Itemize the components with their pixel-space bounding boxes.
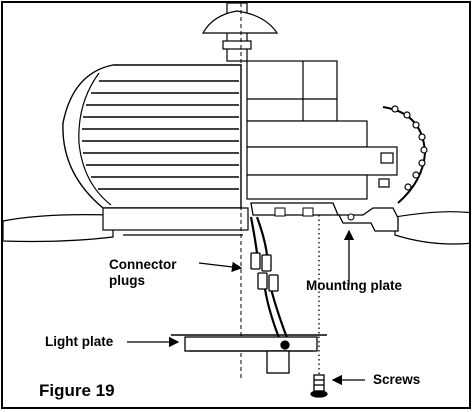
arrow-icon (198, 261, 243, 273)
connector-label-line2: plugs (109, 273, 145, 288)
bead-chain (378, 105, 428, 204)
motor-housing (246, 60, 398, 200)
screws-label: Screws (373, 372, 421, 387)
light-plate-label: Light plate (45, 334, 114, 349)
mounting-plate-bracket (250, 202, 399, 232)
light-plate (171, 334, 327, 374)
figure-caption: Figure 19 (39, 381, 115, 400)
fan-top-cap (201, 10, 279, 34)
grille-housing (62, 64, 242, 209)
mounting-plate-label: Mounting plate (306, 278, 402, 293)
bracket-screws (274, 207, 355, 221)
ceiling-fan-diagram (3, 3, 469, 398)
right-blade (394, 211, 469, 245)
connector-plugs (250, 252, 279, 292)
connector-label-line1: Connector (109, 257, 177, 272)
left-blade (3, 207, 249, 243)
connector-plugs-label: Connector plugs (109, 257, 177, 289)
screw (310, 374, 328, 398)
leader-arrows (127, 229, 365, 386)
